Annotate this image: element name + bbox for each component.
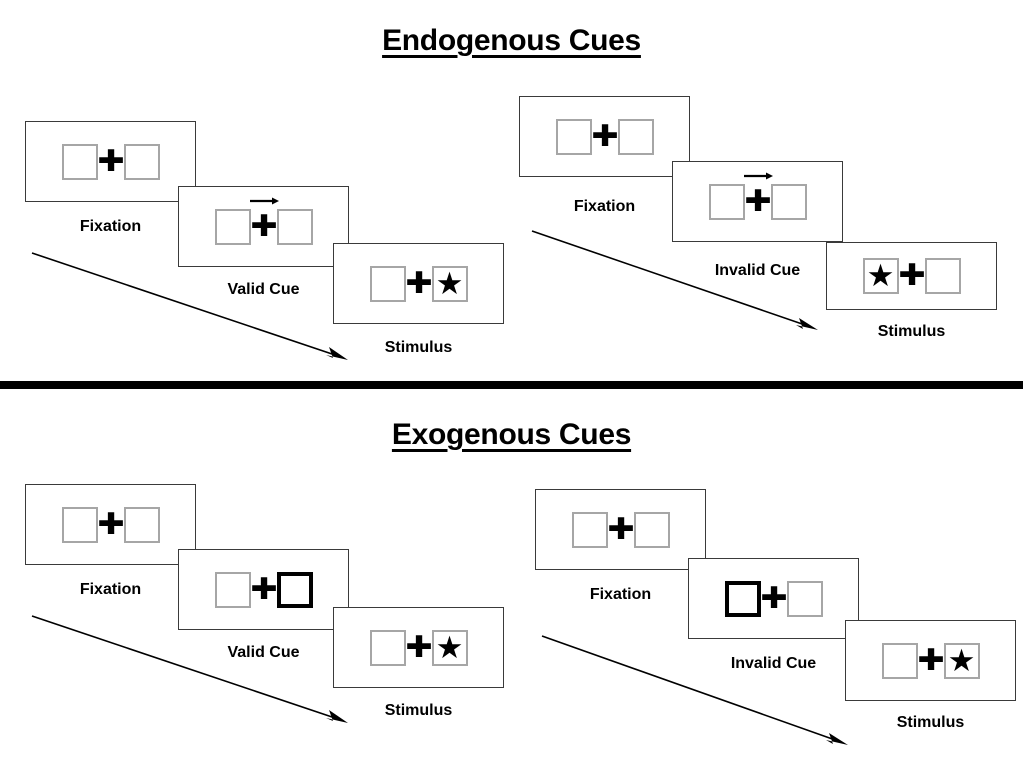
- caption-endogenous-valid-stimulus: Stimulus: [384, 339, 453, 356]
- panel-endogenous-invalid-fixation: ✚: [519, 96, 690, 177]
- caption-endogenous-valid-cue: Valid Cue: [227, 281, 300, 298]
- caption-exogenous-invalid-fixation: Fixation: [589, 586, 652, 603]
- panel-content: ✚: [61, 506, 160, 543]
- panel-endogenous-valid-stimulus: ✚ ★: [333, 243, 504, 324]
- panel-content: ★ ✚: [862, 258, 961, 294]
- time-flow-arrow-endogenous-invalid: [530, 228, 820, 336]
- fixation-cross-icon: ✚: [606, 512, 635, 547]
- placeholder-box-left: [369, 629, 406, 666]
- panel-exogenous-valid-stimulus: ✚ ★: [333, 607, 504, 688]
- caption-exogenous-invalid-stimulus: Stimulus: [896, 714, 965, 731]
- section-title-endogenous: Endogenous Cues: [0, 24, 1023, 58]
- caption-exogenous-valid-cue: Valid Cue: [227, 644, 300, 661]
- placeholder-box-right: [617, 118, 654, 155]
- placeholder-box-right: [786, 580, 823, 617]
- right-arrow-icon: [249, 194, 279, 208]
- section-title-exogenous-text: Exogenous Cues: [391, 418, 632, 451]
- fixation-cross-icon: ✚: [249, 572, 278, 607]
- caption-exogenous-valid-fixation: Fixation: [79, 581, 142, 598]
- fixation-cross-icon: ✚: [759, 581, 788, 616]
- fixation-cross-icon: ✚: [404, 266, 433, 301]
- time-flow-arrow-endogenous-valid: [30, 250, 350, 365]
- caption-endogenous-invalid-cue: Invalid Cue: [714, 262, 801, 279]
- fixation-cross-icon: ✚: [916, 643, 945, 678]
- placeholder-box-right: [123, 143, 160, 180]
- placeholder-box-right: ★: [943, 642, 980, 679]
- panel-content: ✚: [555, 118, 654, 155]
- section-divider: [0, 381, 1023, 389]
- panel-content: ✚: [708, 172, 807, 220]
- panel-endogenous-valid-cue: ✚: [178, 186, 349, 267]
- star-icon: ★: [866, 258, 895, 293]
- fixation-cross-icon: ✚: [404, 630, 433, 665]
- panel-exogenous-invalid-cue: ✚: [688, 558, 859, 639]
- placeholder-box-right: ★: [431, 629, 468, 666]
- time-flow-arrow-exogenous-invalid: [540, 633, 850, 751]
- fixation-cross-icon: ✚: [590, 119, 619, 154]
- panel-endogenous-invalid-cue: ✚: [672, 161, 843, 242]
- section-title-exogenous: Exogenous Cues: [0, 418, 1023, 452]
- panel-content: ✚ ★: [881, 642, 980, 679]
- placeholder-box-left: [214, 571, 251, 608]
- time-flow-arrow-exogenous-valid: [30, 613, 350, 728]
- fixation-cross-icon: ✚: [249, 197, 279, 241]
- placeholder-box-left: [555, 118, 592, 155]
- caption-endogenous-invalid-stimulus: Stimulus: [877, 323, 946, 340]
- placeholder-box-left: [571, 511, 608, 548]
- star-icon: ★: [435, 265, 464, 301]
- panel-endogenous-valid-fixation: ✚: [25, 121, 196, 202]
- caption-exogenous-valid-stimulus: Stimulus: [384, 702, 453, 719]
- fixation-cross-icon: ✚: [96, 144, 125, 179]
- panel-exogenous-valid-fixation: ✚: [25, 484, 196, 565]
- placeholder-box-right: [770, 183, 807, 220]
- caption-endogenous-invalid-fixation: Fixation: [573, 198, 636, 215]
- star-icon: ★: [947, 642, 976, 678]
- fixation-cross-icon: ✚: [743, 172, 773, 216]
- panel-content: ✚ ★: [369, 265, 468, 302]
- placeholder-box-left-cued: [724, 580, 761, 617]
- section-title-endogenous-text: Endogenous Cues: [382, 24, 641, 57]
- placeholder-box-right: [276, 208, 313, 245]
- panel-exogenous-invalid-fixation: ✚: [535, 489, 706, 570]
- placeholder-box-right: [924, 258, 961, 294]
- caption-exogenous-invalid-cue: Invalid Cue: [730, 655, 817, 672]
- placeholder-box-left: [214, 208, 251, 245]
- placeholder-box-left: [61, 506, 98, 543]
- placeholder-box-right: ★: [431, 265, 468, 302]
- placeholder-box-left: [881, 642, 918, 679]
- placeholder-box-left: [708, 183, 745, 220]
- panel-content: ✚: [214, 197, 313, 245]
- placeholder-box-left: ★: [862, 258, 899, 294]
- panel-endogenous-invalid-stimulus: ★ ✚: [826, 242, 997, 310]
- placeholder-box-left: [61, 143, 98, 180]
- star-icon: ★: [435, 629, 464, 665]
- fixation-cross-icon: ✚: [96, 507, 125, 542]
- panel-content: ✚: [61, 143, 160, 180]
- right-arrow-icon: [743, 169, 773, 183]
- placeholder-box-right-cued: [276, 571, 313, 608]
- placeholder-box-left: [369, 265, 406, 302]
- placeholder-box-right: [123, 506, 160, 543]
- panel-content: ✚: [724, 580, 823, 617]
- panel-content: ✚: [214, 571, 313, 608]
- panel-content: ✚: [571, 511, 670, 548]
- panel-exogenous-valid-cue: ✚: [178, 549, 349, 630]
- fixation-cross-icon: ✚: [897, 258, 926, 294]
- caption-endogenous-valid-fixation: Fixation: [79, 218, 142, 235]
- panel-content: ✚ ★: [369, 629, 468, 666]
- placeholder-box-right: [633, 511, 670, 548]
- panel-exogenous-invalid-stimulus: ✚ ★: [845, 620, 1016, 701]
